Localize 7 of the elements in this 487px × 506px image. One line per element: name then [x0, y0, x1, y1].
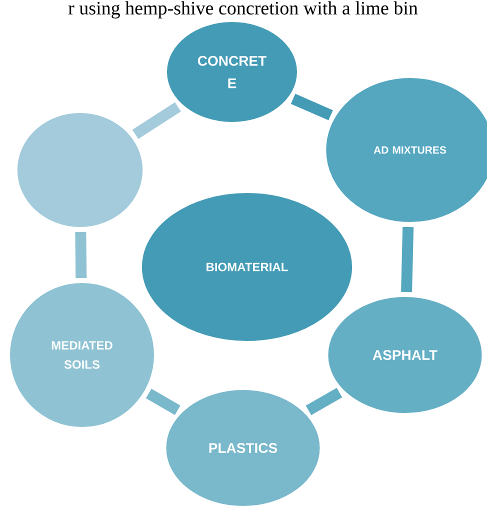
connector-band	[75, 232, 87, 278]
connector-band	[290, 94, 333, 120]
connector-band	[401, 226, 414, 292]
connector-band	[132, 102, 181, 139]
connector-band	[146, 388, 180, 415]
circle	[15, 111, 145, 229]
connector-band	[306, 388, 342, 416]
